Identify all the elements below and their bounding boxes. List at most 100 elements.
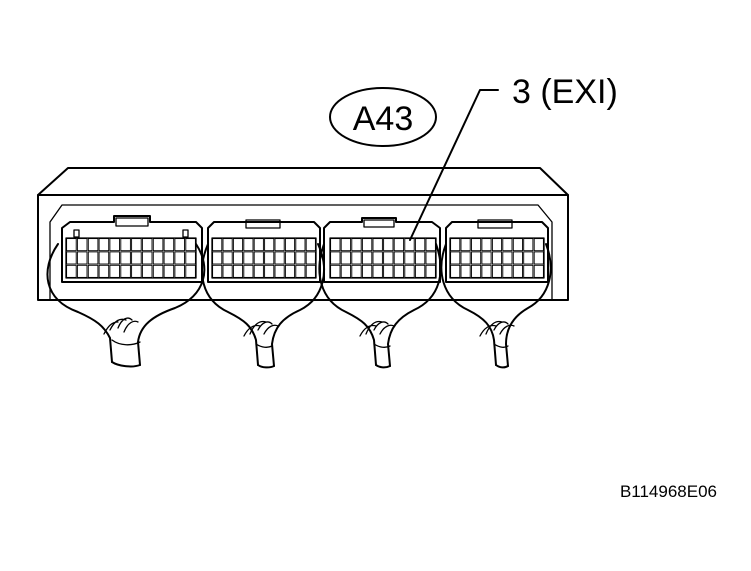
terminal-pin — [330, 238, 341, 252]
terminal-pin — [404, 238, 415, 252]
terminal-pin — [120, 251, 131, 265]
terminal-pin — [414, 238, 426, 252]
terminal-pin — [174, 251, 185, 265]
terminal-pin — [481, 264, 492, 278]
terminal-pin — [131, 251, 142, 265]
terminal-pin — [383, 264, 394, 278]
terminal-pin — [87, 251, 99, 265]
terminal-pin — [284, 251, 296, 265]
terminal-pin — [523, 251, 534, 265]
terminal-pin — [185, 264, 196, 278]
connector-3 — [323, 217, 441, 283]
terminal-pin — [471, 251, 482, 265]
terminal-pin — [284, 238, 296, 252]
terminal-pin — [66, 264, 77, 278]
terminal-pin — [264, 264, 275, 278]
terminal-pin — [76, 238, 88, 252]
terminal-pin — [76, 251, 88, 265]
terminal-pin — [232, 251, 244, 265]
terminal-pin — [222, 238, 233, 252]
figure-id: B114968E06 — [620, 482, 717, 501]
terminal-pin — [414, 251, 426, 265]
terminal-pin — [295, 238, 306, 252]
terminal-pin — [512, 238, 523, 252]
terminal-pin — [131, 238, 142, 252]
terminal-pin — [120, 238, 131, 252]
terminal-pin — [274, 264, 285, 278]
terminal-pin — [109, 264, 120, 278]
terminal-pin — [393, 238, 405, 252]
terminal-pin — [512, 264, 523, 278]
terminal-pin — [425, 238, 436, 252]
terminal-pin — [460, 238, 471, 252]
terminal-pin — [174, 238, 185, 252]
terminal-pin — [425, 264, 436, 278]
pin-callout-label: 3 (EXI) — [512, 73, 618, 111]
terminal-pin — [404, 251, 415, 265]
terminal-pin — [243, 264, 254, 278]
terminal-pin — [450, 251, 461, 265]
terminal-pin — [152, 238, 164, 252]
terminal-pin — [212, 238, 223, 252]
terminal-pin — [471, 238, 482, 252]
terminal-pin — [305, 238, 316, 252]
terminal-pin — [98, 238, 110, 252]
terminal-pin — [340, 264, 352, 278]
terminal-pin — [131, 264, 142, 278]
terminal-pin — [109, 238, 120, 252]
terminal-pin — [264, 251, 275, 265]
terminal-pin — [372, 264, 383, 278]
terminal-pin — [66, 251, 77, 265]
connector-4 — [445, 219, 549, 283]
terminal-pin — [232, 264, 244, 278]
terminal-pin — [243, 238, 254, 252]
terminal-pin — [212, 264, 223, 278]
terminal-pin — [491, 238, 503, 252]
terminal-pin — [295, 264, 306, 278]
connector-label-bubble: A43 — [329, 87, 437, 147]
terminal-pin — [533, 238, 544, 252]
terminal-pin — [425, 251, 436, 265]
terminal-pin — [305, 264, 316, 278]
terminal-pin — [471, 264, 482, 278]
terminal-pin — [185, 238, 196, 252]
pin-callout: 3 (EXI) — [409, 73, 618, 241]
terminal-pin — [264, 238, 275, 252]
terminal-pin — [351, 264, 362, 278]
terminal-pin — [141, 238, 153, 252]
terminal-pin — [383, 251, 394, 265]
terminal-pin — [340, 251, 352, 265]
terminal-pin — [174, 264, 185, 278]
terminal-pin — [284, 264, 296, 278]
terminal-pin — [351, 238, 362, 252]
terminal-pin — [163, 238, 175, 252]
terminal-pin — [393, 264, 405, 278]
terminal-pin — [414, 264, 426, 278]
terminal-pin — [450, 264, 461, 278]
terminal-pin — [185, 251, 196, 265]
terminal-pin — [460, 264, 471, 278]
terminal-pin — [481, 251, 492, 265]
terminal-pin — [340, 238, 352, 252]
terminal-pin — [383, 238, 394, 252]
terminal-pin — [141, 251, 153, 265]
terminal-pin — [76, 264, 88, 278]
terminal-pin — [98, 251, 110, 265]
wire-harnesses — [46, 243, 552, 369]
terminal-pin — [163, 251, 175, 265]
terminal-pin — [330, 251, 341, 265]
terminal-pin — [120, 264, 131, 278]
terminal-pin — [163, 264, 175, 278]
terminal-pin — [481, 238, 492, 252]
terminal-pin — [305, 251, 316, 265]
terminal-pin — [274, 251, 285, 265]
terminal-pin — [523, 238, 534, 252]
terminal-pin — [253, 251, 264, 265]
terminal-pin — [87, 264, 99, 278]
terminal-pin — [274, 238, 285, 252]
terminal-pin — [295, 251, 306, 265]
terminal-pin — [222, 264, 233, 278]
terminal-pin — [351, 251, 362, 265]
terminal-pin — [502, 264, 513, 278]
connector-1 — [61, 215, 203, 283]
